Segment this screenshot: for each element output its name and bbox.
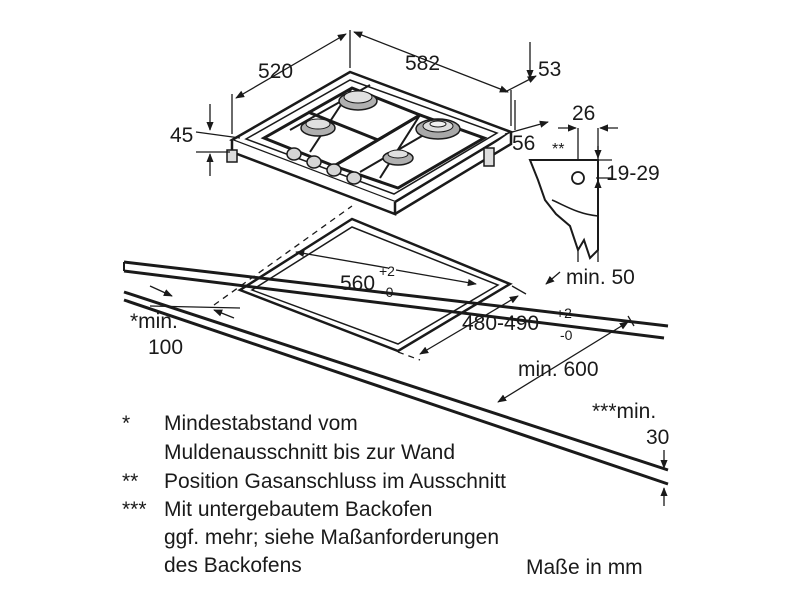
control-knobs	[286, 147, 362, 185]
dim-min-600: min. 600	[518, 358, 599, 381]
dim-hob-height: 45	[170, 124, 193, 147]
burner-rear-left	[338, 90, 378, 111]
note-2-marker: **	[122, 470, 138, 493]
dim-detail-26: 26	[572, 102, 595, 125]
burner-rear-right-wok	[415, 118, 461, 140]
dim-min-50: min. 50	[566, 266, 635, 289]
projection-lines	[213, 205, 421, 361]
dim-cutout-depth-plus: +2	[556, 305, 572, 321]
dim-cutout-depth-minus: -0	[560, 327, 573, 343]
burner-front-left	[300, 118, 336, 137]
note-3-line-1: Mit untergebautem Backofen	[164, 498, 433, 521]
dim-cutout-width-minus: -0	[381, 284, 394, 300]
dim-min-30-value: 30	[646, 426, 669, 449]
dim-cutout-depth: 480-490 +2 -0	[462, 305, 573, 343]
dim-min-100-label: *min.	[130, 310, 178, 333]
dim-min-100-value: 100	[148, 336, 183, 359]
dim-cutout-depth-value: 480-490	[462, 312, 539, 335]
note-2-line-1: Position Gasanschluss im Ausschnitt	[164, 470, 506, 493]
dim-hob-width: 582	[405, 52, 440, 75]
note-1-line-2: Muldenausschnitt bis zur Wand	[164, 441, 455, 464]
dim-cutout-width: 560 +2 -0	[340, 263, 395, 300]
footnotes: * Mindestabstand vom Muldenausschnitt bi…	[122, 412, 506, 577]
hob-dimension-lines	[195, 30, 549, 176]
gas-hob	[226, 70, 514, 216]
worktop-cutout	[237, 217, 513, 353]
dim-gas-offset: 53	[538, 58, 561, 81]
dim-detail-range: 19-29	[606, 162, 660, 185]
note-3-marker: ***	[122, 498, 147, 521]
note-1-marker: *	[122, 412, 130, 435]
units-label: Maße in mm	[526, 556, 643, 579]
dim-cutout-width-value: 560	[340, 272, 375, 295]
dim-side-56: 56	[512, 132, 535, 155]
note-3-line-3: des Backofens	[164, 554, 302, 577]
dim-detail-stars: **	[552, 141, 564, 158]
burner-front-right	[382, 149, 414, 166]
dim-cutout-width-plus: +2	[379, 263, 395, 279]
gas-connection-detail	[528, 124, 618, 262]
clearance-dimension-lines	[149, 249, 668, 506]
dim-hob-depth: 520	[258, 60, 293, 83]
note-3-line-2: ggf. mehr; siehe Maßanforderungen	[164, 526, 499, 549]
dim-min-30-label: ***min.	[592, 400, 656, 423]
note-1-line-1: Mindestabstand vom	[164, 412, 358, 435]
